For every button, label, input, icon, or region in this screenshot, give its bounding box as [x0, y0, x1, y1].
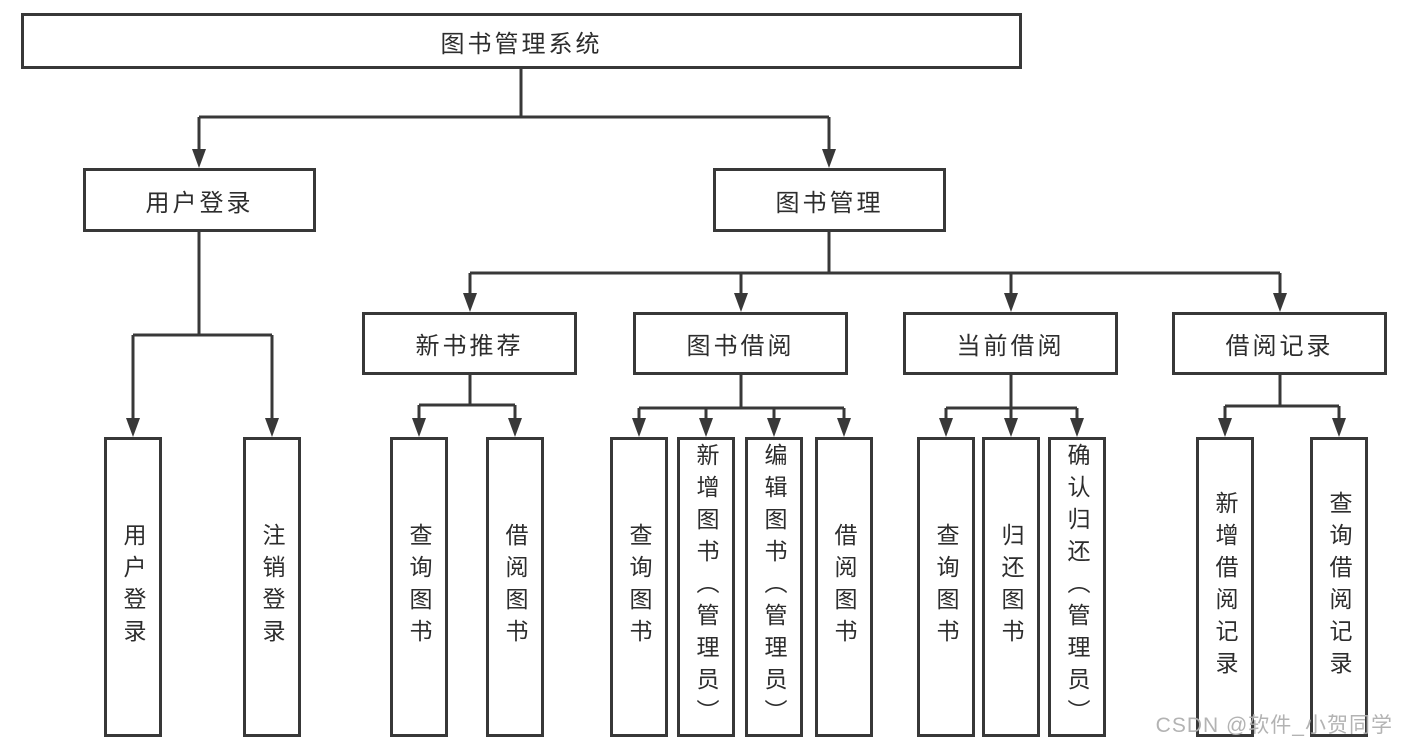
leaf-current-return-books: 归还图书	[982, 437, 1040, 737]
leaf-borrow-edit-books-admin: 编辑图书（管理员）	[745, 437, 803, 737]
node-book-management: 图书管理	[713, 168, 946, 232]
leaf-current-query-books: 查询图书	[917, 437, 975, 737]
leaf-current-confirm-return-admin: 确认归还（管理员）	[1048, 437, 1106, 737]
leaf-recommend-query-books: 查询图书	[390, 437, 448, 737]
leaf-records-add-record: 新增借阅记录	[1196, 437, 1254, 737]
node-new-book-recommend: 新书推荐	[362, 312, 577, 375]
leaf-records-query-record: 查询借阅记录	[1310, 437, 1368, 737]
watermark: CSDN @软件_小贺同学	[1155, 714, 1393, 737]
leaf-recommend-borrow-books: 借阅图书	[486, 437, 544, 737]
leaf-borrow-borrow-books: 借阅图书	[815, 437, 873, 737]
leaf-user-login: 用户登录	[104, 437, 162, 737]
node-user-login: 用户登录	[83, 168, 316, 232]
node-book-borrow: 图书借阅	[633, 312, 848, 375]
leaf-borrow-query-books: 查询图书	[610, 437, 668, 737]
node-current-borrow: 当前借阅	[903, 312, 1118, 375]
leaf-logout: 注销登录	[243, 437, 301, 737]
leaf-borrow-add-books-admin: 新增图书（管理员）	[677, 437, 735, 737]
node-borrow-records: 借阅记录	[1172, 312, 1387, 375]
node-root: 图书管理系统	[21, 13, 1022, 69]
